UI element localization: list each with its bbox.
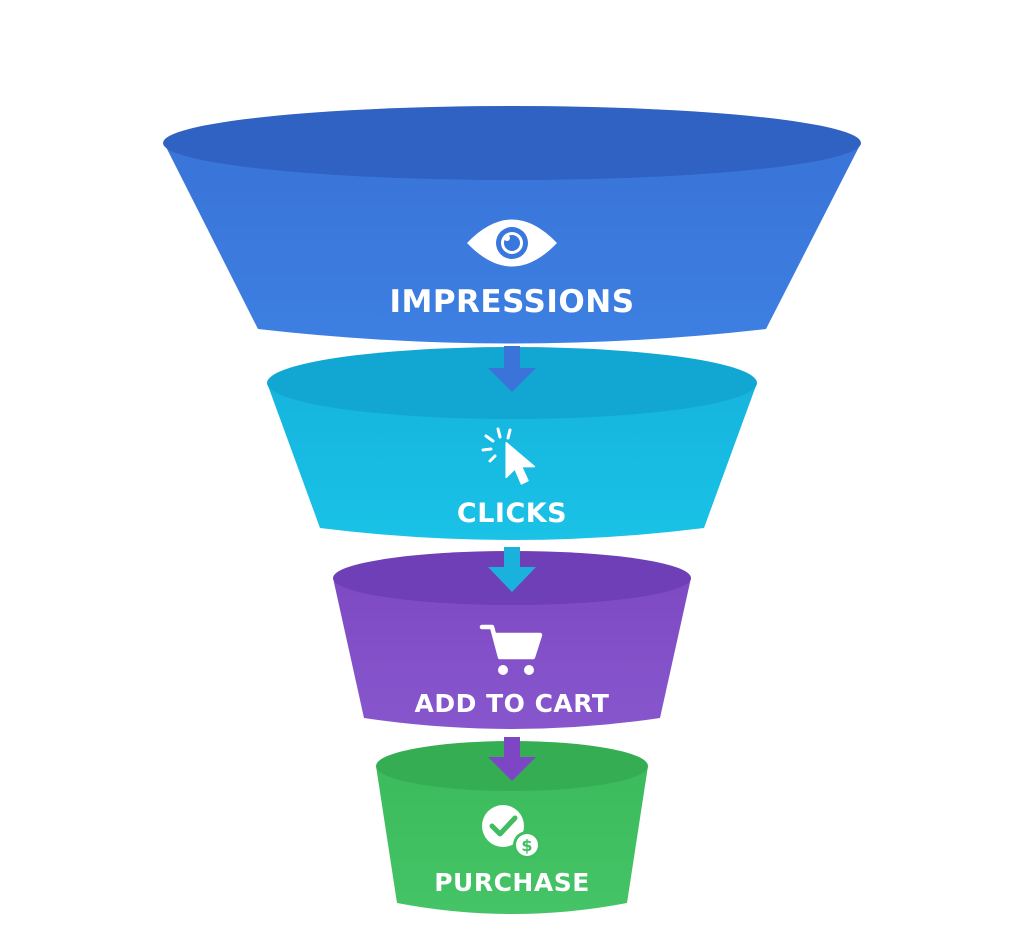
check-dollar-icon: $ xyxy=(482,805,541,859)
eye-icon xyxy=(467,219,557,267)
stage-label-clicks: CLICKS xyxy=(457,498,567,529)
stage-label-add-to-cart: ADD TO CART xyxy=(415,689,610,718)
arrow-down-icon xyxy=(488,547,536,592)
stage-label-impressions: IMPRESSIONS xyxy=(389,284,634,320)
cursor-click-icon xyxy=(481,427,536,485)
funnel-stage-impressions: IMPRESSIONS xyxy=(163,106,861,344)
arrow-down-icon xyxy=(488,346,536,392)
stage-label-purchase: PURCHASE xyxy=(434,868,590,897)
stage-rim-impressions xyxy=(163,106,861,180)
shopping-cart-icon xyxy=(479,624,543,675)
arrow-down-icon xyxy=(488,737,536,781)
svg-text:$: $ xyxy=(521,836,532,855)
